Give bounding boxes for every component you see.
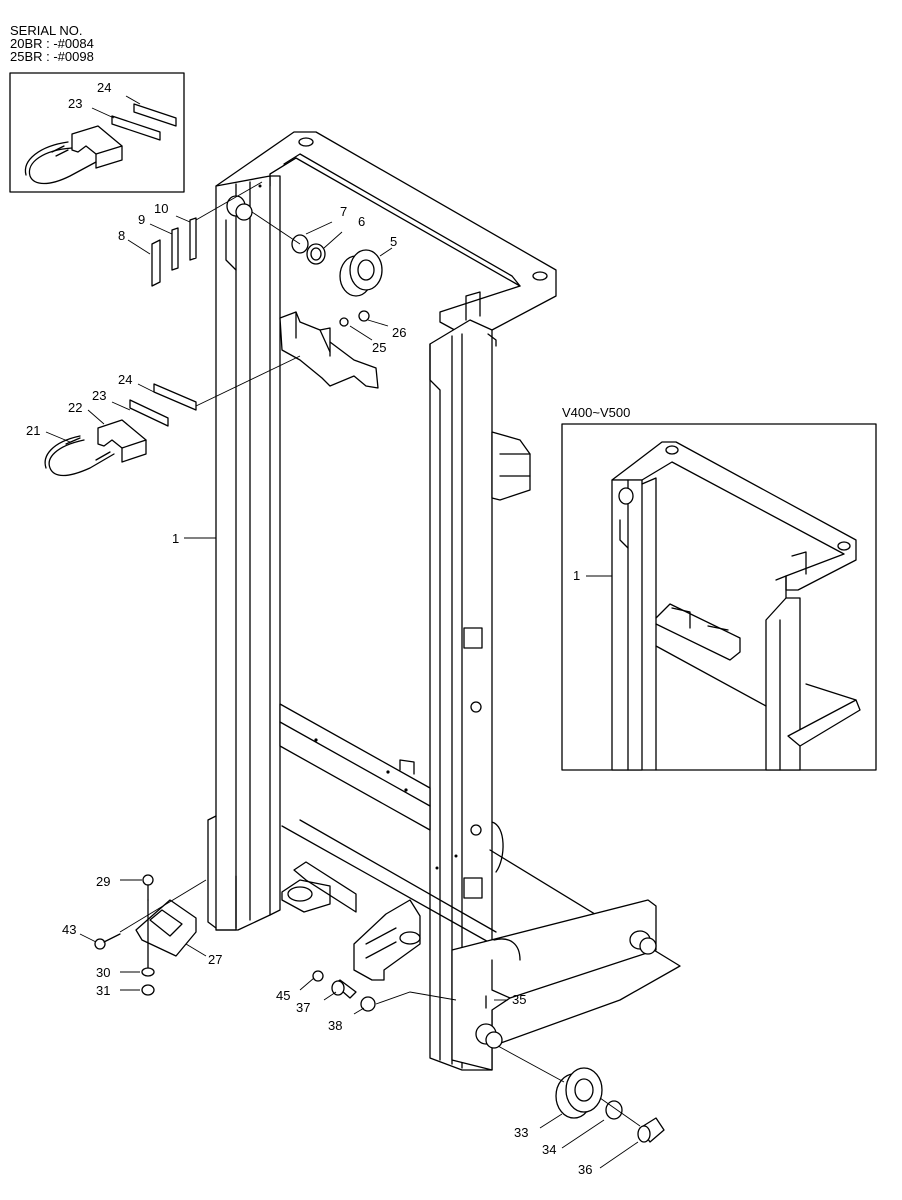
upper-bearing-parts: [127, 181, 393, 297]
callout-36: 36: [578, 1162, 592, 1177]
callout-33: 33: [514, 1125, 528, 1140]
callout-23: 23: [92, 388, 106, 403]
callout-34: 34: [542, 1142, 556, 1157]
callout-22: 22: [68, 400, 82, 415]
callout-24: 24: [118, 372, 132, 387]
callout-7: 7: [340, 204, 347, 219]
serial-line-20br: 20BR : -#0084: [10, 36, 94, 51]
callout-38: 38: [328, 1018, 342, 1033]
lower-bearing-parts: [485, 995, 665, 1169]
lower-bracket-parts: [79, 874, 207, 996]
callout-24-inset: 24: [97, 80, 111, 95]
callout-27: 27: [208, 952, 222, 967]
mast-outer-frame: [207, 131, 681, 1071]
callout-26: 26: [392, 325, 406, 340]
serial-inset-box: 24 23: [9, 72, 185, 193]
callout-1: 1: [172, 531, 179, 546]
callout-8: 8: [118, 228, 125, 243]
callout-10: 10: [154, 201, 168, 216]
callout-6: 6: [358, 214, 365, 229]
callout-25: 25: [372, 340, 386, 355]
callout-labels: 1 5 6 7 8 9 10 21 22 23 24 25 26 27 29 3…: [26, 201, 592, 1177]
callout-23-inset: 23: [68, 96, 82, 111]
serial-heading: SERIAL NO.: [10, 23, 83, 38]
callout-1-inset: 1: [573, 568, 580, 583]
callout-35: 35: [512, 992, 526, 1007]
callout-9: 9: [138, 212, 145, 227]
serial-line-25br: 25BR : -#0098: [10, 49, 94, 64]
callout-45: 45: [276, 988, 290, 1003]
callout-31: 31: [96, 983, 110, 998]
model-inset-box: 1: [561, 423, 877, 771]
chain-clamp-parts: [44, 310, 389, 539]
inset-model-label: V400~V500: [562, 405, 631, 420]
lower-bolt-parts: [299, 970, 457, 1015]
callout-5: 5: [390, 234, 397, 249]
callout-30: 30: [96, 965, 110, 980]
callout-29: 29: [96, 874, 110, 889]
callout-21: 21: [26, 423, 40, 438]
serial-number-note: SERIAL NO. 20BR : -#0084 25BR : -#0098: [10, 24, 94, 63]
callout-43: 43: [62, 922, 76, 937]
callout-37: 37: [296, 1000, 310, 1015]
